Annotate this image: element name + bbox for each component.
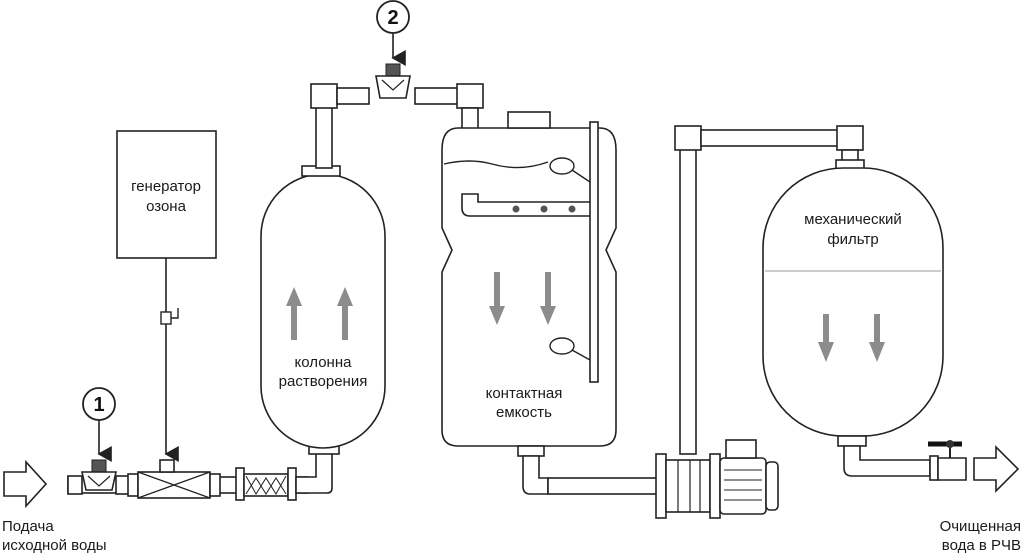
- contact-tank-label-line2: емкость: [496, 404, 552, 421]
- inlet-label-line1: Подача: [2, 518, 54, 535]
- water-surface: [443, 160, 549, 169]
- contact-tank-label-line1: контактная: [486, 385, 563, 402]
- float-upper: [549, 157, 575, 175]
- float-lower: [549, 337, 575, 355]
- column-label-line1: колонна: [295, 354, 353, 371]
- inlet-label-line2: исходной воды: [2, 537, 107, 554]
- filter-outlet-pipe: [837, 435, 931, 477]
- outlet-valve: [928, 440, 967, 481]
- outlet-label-line2: вода в РЧВ: [942, 537, 1021, 554]
- ozone-generator-line2: озона: [146, 198, 187, 215]
- outlet-label-line1: Очищенная: [940, 518, 1021, 535]
- pump: [655, 439, 779, 519]
- mechanical-filter: [762, 167, 944, 437]
- filter-flow-arrows-down: [818, 314, 885, 362]
- marker-2-label: 2: [387, 7, 398, 29]
- ozone-check-valve: [160, 308, 179, 325]
- column-inlet-pipe: [295, 451, 333, 494]
- filter-label-line1: механический: [804, 211, 902, 228]
- outlet-arrow-icon: [973, 445, 1020, 493]
- pump-to-filter-pipe: [674, 125, 865, 455]
- tank-outlet-pipe: [517, 445, 659, 495]
- inlet-arrow-icon: [3, 459, 48, 509]
- valve-2: [375, 63, 411, 99]
- column-label-line2: растворения: [279, 373, 368, 390]
- ozone-generator-line1: генератор: [131, 178, 201, 195]
- column-flow-arrows-up: [286, 287, 353, 340]
- ejector-mixer: [127, 459, 221, 499]
- tank-flow-arrows-down: [489, 272, 556, 325]
- contact-tank-lid: [507, 111, 551, 129]
- static-mixer: [235, 467, 297, 501]
- filter-label-line2: фильтр: [827, 231, 878, 248]
- valve-1: [67, 459, 131, 495]
- dissolution-column: [260, 173, 386, 449]
- level-sensor-rod: [589, 121, 599, 383]
- marker-1-label: 1: [93, 394, 104, 416]
